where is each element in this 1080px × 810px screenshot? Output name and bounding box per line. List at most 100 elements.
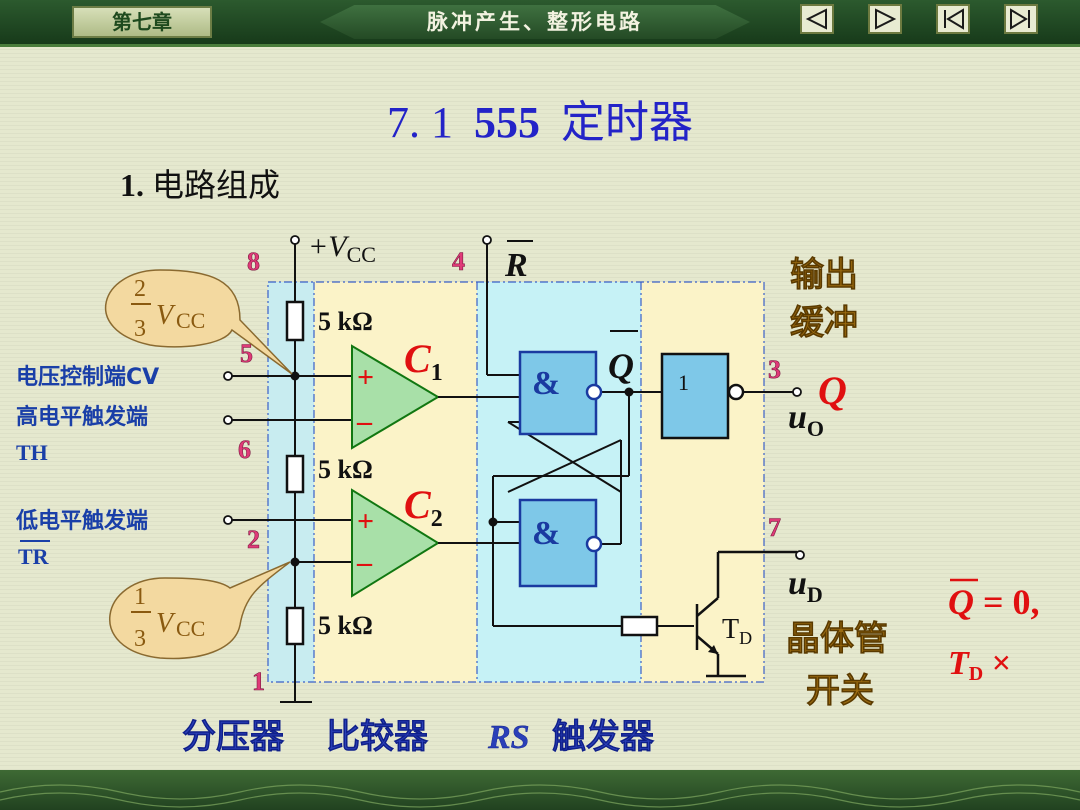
nand-gate-top — [518, 350, 598, 436]
triangle-left-icon — [805, 8, 827, 30]
transistor-switch-2: 开关 — [806, 671, 874, 711]
divider-wires — [280, 244, 312, 703]
buffer-block — [641, 282, 764, 682]
comparator-block — [314, 282, 477, 682]
c1-plus: + — [357, 361, 374, 394]
inverter-symbol: 1 — [678, 370, 689, 395]
emitter-arrow — [708, 645, 718, 654]
cv-label: 电压控制端CV — [16, 364, 159, 390]
triangle-right-icon — [875, 8, 897, 30]
transistor-switch-1: 晶体管 — [786, 619, 888, 659]
chapter-title-banner — [320, 5, 750, 39]
junction-qbar — [624, 387, 634, 397]
c1-label: C1 — [404, 336, 443, 386]
uo-label: uO — [788, 399, 824, 441]
inverter-bubble — [727, 383, 745, 401]
svg-text:V: V — [156, 300, 176, 331]
title-555: 555 — [474, 98, 540, 147]
pin-5: 5 — [240, 339, 253, 368]
svg-text:2: 2 — [134, 276, 146, 302]
prev-button[interactable] — [800, 4, 834, 34]
resistor-labels: 5 kΩ 5 kΩ 5 kΩ — [318, 307, 373, 640]
side-headings: 输出 缓冲 晶体管 开关 — [786, 255, 889, 712]
note-td-off: TD × — [948, 645, 1011, 685]
bottom-bar-pattern — [0, 784, 1080, 808]
title-number: 7. 1 — [387, 98, 453, 147]
top-bar-divider — [0, 44, 1080, 47]
label-rs: RS — [487, 719, 530, 756]
reset-terminal — [482, 235, 492, 245]
cv-terminal — [223, 371, 233, 381]
pin-7: 7 — [768, 513, 781, 542]
r3-label: 5 kΩ — [318, 611, 373, 640]
next-button[interactable] — [868, 4, 902, 34]
callout-top-text: 2 3 V CC — [131, 276, 205, 342]
qbar-label: Q — [608, 346, 634, 386]
comparator-signs: + – + – — [356, 361, 374, 579]
svg-text:3: 3 — [134, 626, 146, 652]
pin-3: 3 — [768, 355, 781, 384]
bottom-bar — [0, 770, 1080, 810]
svg-text:CC: CC — [176, 616, 205, 641]
vcc-terminal — [290, 235, 300, 245]
th-label-cn: 高电平触发端 — [16, 404, 148, 430]
output-buffer-1: 输出 — [790, 255, 858, 295]
nand-gate-bottom — [518, 498, 598, 588]
comparator-c1 — [351, 344, 440, 450]
section-heading: 1. 电路组成 — [120, 160, 280, 206]
td-label: TD — [722, 614, 752, 648]
resistor-r2 — [285, 454, 305, 494]
c2-minus: – — [356, 546, 373, 579]
block-labels: 分压器 比较器 RS 触发器 — [182, 717, 655, 757]
section-title: 电路组成 — [152, 166, 281, 204]
callout-bottom — [108, 561, 291, 660]
output-inverter — [660, 352, 730, 440]
nand-bottom-bubble — [585, 535, 603, 553]
th-terminal — [223, 415, 233, 425]
svg-text:CC: CC — [176, 308, 205, 333]
block-borders — [267, 281, 765, 683]
slide-title: 7. 1 555 定时器 — [0, 86, 1080, 150]
label-comparator: 比较器 — [326, 717, 429, 757]
pin-4: 4 — [452, 247, 465, 276]
junction-ff — [488, 517, 498, 527]
r2-label: 5 kΩ — [318, 455, 373, 484]
nand-top-symbol: & — [532, 365, 560, 402]
label-flipflop: 触发器 — [552, 717, 655, 757]
svg-text:3: 3 — [134, 316, 146, 342]
pin-numbers: 8 4 5 6 2 1 3 7 — [238, 247, 782, 697]
junction-2 — [290, 557, 300, 567]
note-q-zero: Q = 0, — [948, 582, 1040, 622]
pin-6: 6 — [238, 435, 251, 464]
skip-first-icon — [944, 8, 964, 30]
nand-top-bubble — [585, 383, 603, 401]
nand-bottom-symbol: & — [532, 515, 560, 552]
junction-5 — [290, 371, 300, 381]
tr-terminal — [223, 515, 233, 525]
pin-1: 1 — [252, 667, 265, 696]
resistor-r1 — [285, 300, 305, 342]
discharge-terminal — [795, 550, 805, 560]
svg-text:1: 1 — [134, 584, 146, 610]
chapter-tab[interactable]: 第七章 — [72, 6, 212, 38]
base-resistor — [620, 615, 659, 637]
last-button[interactable] — [1004, 4, 1038, 34]
output-buffer-2: 缓冲 — [790, 303, 858, 343]
tr-label-en: TR — [18, 544, 50, 569]
pin-8: 8 — [247, 247, 260, 276]
callout-bottom-text: 1 3 V CC — [131, 584, 205, 652]
comparator-c2 — [351, 488, 440, 598]
label-divider: 分压器 — [182, 717, 285, 757]
skip-last-icon — [1010, 8, 1030, 30]
transistor-td — [695, 550, 797, 678]
r1-label: 5 kΩ — [318, 307, 373, 336]
first-button[interactable] — [936, 4, 970, 34]
vcc-label: +VCC — [308, 230, 376, 267]
section-number: 1. — [120, 167, 144, 203]
output-terminal — [792, 387, 802, 397]
pin-2: 2 — [247, 525, 260, 554]
title-timer: 定时器 — [561, 97, 693, 148]
c2-label: C2 — [404, 482, 443, 532]
